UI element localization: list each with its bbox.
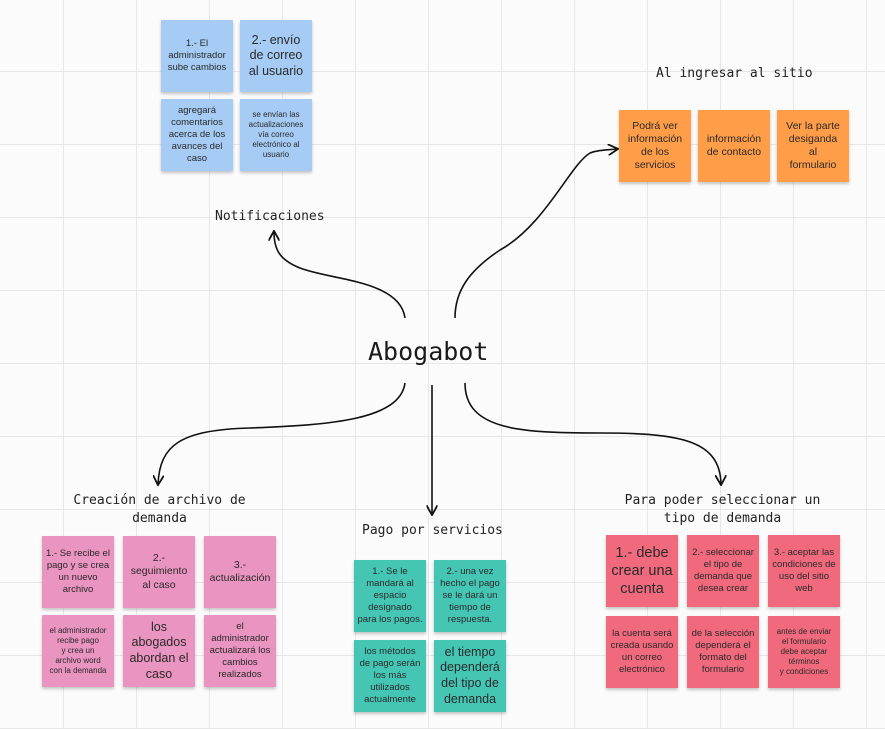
sticky-note: Ver la parte desiganda al formulario [777, 110, 849, 182]
sticky-note: 3.- aceptar las condiciones de uso del s… [768, 535, 840, 607]
sticky-note: 2.- seguimiento al caso [123, 536, 195, 608]
sticky-note: los métodos de pago serán los más utiliz… [354, 640, 426, 712]
sticky-note: antes de enviar el formulario debe acept… [768, 616, 840, 688]
sticky-note: la cuenta será creada usando un correo e… [606, 616, 678, 688]
sticky-note: se envían las actualizaciones vía correo… [240, 99, 312, 171]
central-topic: Abogabot [368, 337, 489, 366]
sticky-note: el tiempo dependerá del tipo de demanda [434, 640, 506, 712]
sticky-note: información de contacto [698, 110, 770, 182]
sticky-note: de la selección dependerá el formato del… [687, 616, 759, 688]
sticky-note: 2.- envío de correo al usuario [240, 20, 312, 92]
arrow-to-creacion [158, 382, 406, 484]
sticky-note: los abogados abordan el caso [123, 615, 195, 687]
section-title-ingresar: Al ingresar al sitio [656, 66, 813, 81]
sticky-note: 3.- actualización [204, 536, 276, 608]
sticky-note: 1.- Se recibe el pago y se crea un nuevo… [42, 536, 114, 608]
section-title-creacion: Creación de archivo de demanda [73, 493, 246, 526]
arrow-to-tipo [464, 382, 721, 484]
arrow-to-notificaciones [274, 232, 406, 319]
sticky-note: 1.- debe crear una cuenta [606, 535, 678, 607]
sticky-note: el administrador recibe pago y crea un a… [42, 615, 114, 687]
section-title-pago: Pago por servicios [362, 523, 503, 538]
sticky-note: Podrá ver información de los servicios [619, 110, 691, 182]
sticky-note: 1.- El administrador sube cambios [161, 20, 233, 92]
sticky-note: 2.- una vez hecho el pago se le dará un … [434, 560, 506, 632]
sticky-note: agregará comentarios acerca de los avanc… [161, 99, 233, 171]
section-title-notificaciones: Notificaciones [215, 209, 325, 224]
arrow-to-ingresar [454, 149, 617, 319]
section-title-tipo: Para poder seleccionar un tipo de demand… [624, 493, 821, 526]
sticky-note: el administrador actualizará los cambios… [204, 615, 276, 687]
sticky-note: 1.- Se le mandará al espacio designado p… [354, 560, 426, 632]
sticky-note: 2.- seleccionar el tipo de demanda que d… [687, 535, 759, 607]
